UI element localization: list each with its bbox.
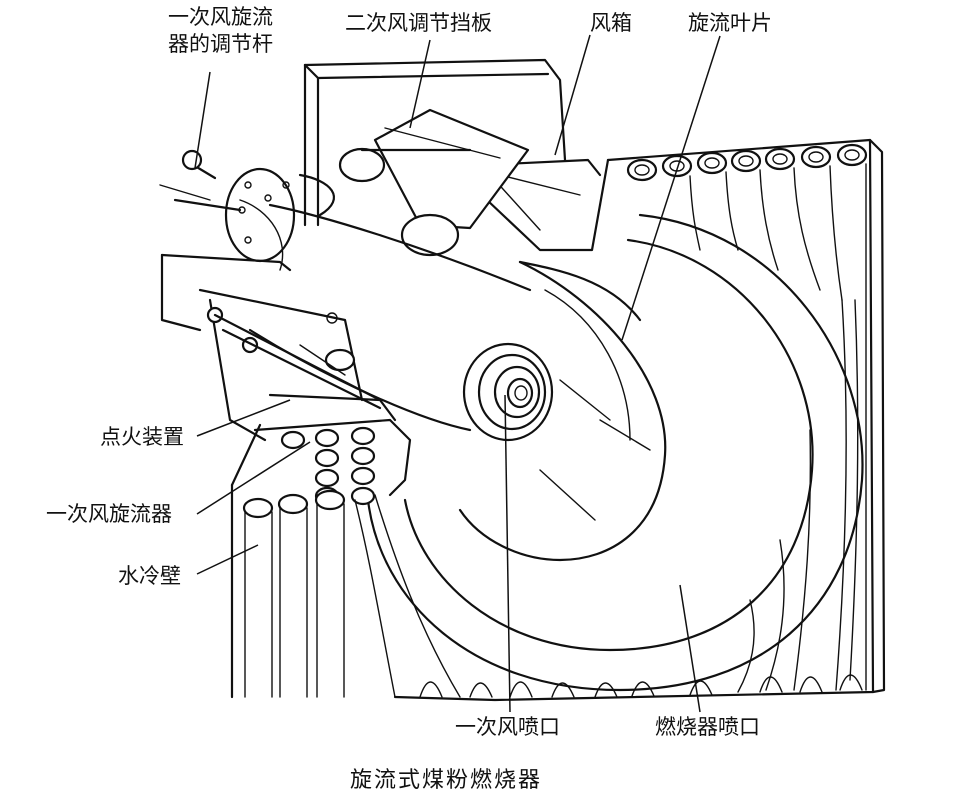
label-primary-nozzle: 一次风喷口 <box>455 715 560 739</box>
label-windbox: 风箱 <box>590 11 632 35</box>
label-igniter: 点火装置 <box>100 425 184 449</box>
igniter-assembly <box>160 253 382 442</box>
label-primary-swirler-rod-line2: 器的调节杆 <box>168 32 273 56</box>
label-primary-swirler-rod-line1: 一次风旋流 <box>168 5 273 29</box>
label-primary-swirler: 一次风旋流器 <box>46 502 172 526</box>
label-secondary-damper: 二次风调节挡板 <box>345 11 492 35</box>
burner-throat <box>366 213 864 692</box>
left-water-wall <box>230 483 461 699</box>
label-water-wall: 水冷壁 <box>118 564 181 588</box>
water-wall-panel <box>393 138 886 702</box>
leader-lines <box>194 34 721 713</box>
secondary-damper <box>338 108 530 257</box>
label-burner-nozzle: 燃烧器喷口 <box>655 715 760 739</box>
primary-nozzle <box>462 342 554 442</box>
label-swirl-vanes: 旋流叶片 <box>688 11 772 35</box>
figure-caption: 旋流式煤粉燃烧器 <box>350 768 543 793</box>
label-primary-swirler-rod: 一次风旋流 器的调节杆 <box>168 4 273 58</box>
primary-swirler <box>230 393 412 506</box>
